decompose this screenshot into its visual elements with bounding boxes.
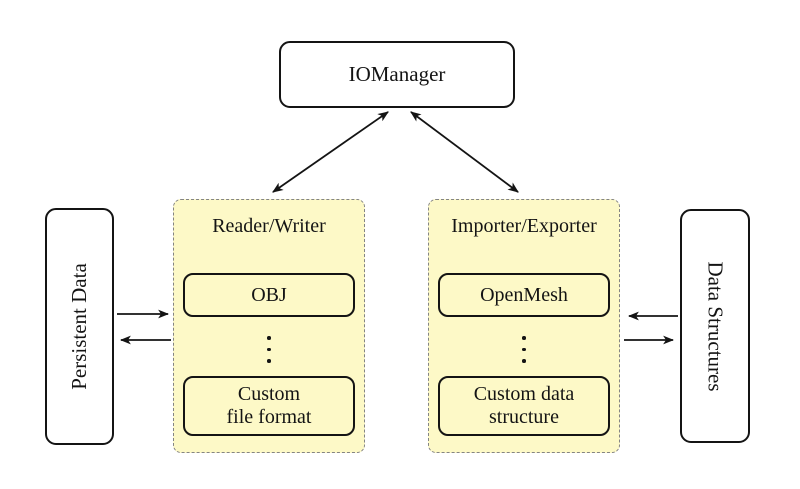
node-data-structures-label: Data Structures [703, 260, 728, 392]
group-importer-exporter: Importer/Exporter OpenMesh Custom data s… [428, 199, 620, 453]
node-obj-label: OBJ [251, 283, 287, 306]
node-custom-data-structure-line2: structure [489, 406, 559, 428]
ellipsis-dots [174, 336, 364, 363]
node-iomanager: IOManager [279, 41, 515, 108]
group-reader-writer: Reader/Writer OBJ Custom file format [173, 199, 365, 453]
node-custom-file-format-line2: file format [226, 406, 312, 428]
ellipsis-dots [429, 336, 619, 363]
node-persistent-data: Persistent Data [45, 208, 114, 445]
node-custom-file-format-line1: Custom [237, 383, 301, 405]
arrow-iomanager-readerwriter [272, 111, 389, 193]
group-reader-writer-title: Reader/Writer [212, 215, 326, 237]
node-custom-data-structure-line1: Custom data [473, 383, 575, 405]
node-openmesh: OpenMesh [438, 273, 610, 317]
group-importer-exporter-title: Importer/Exporter [451, 215, 597, 237]
node-data-structures: Data Structures [680, 209, 750, 443]
node-openmesh-label: OpenMesh [480, 283, 568, 306]
node-custom-file-format: Custom file format [183, 376, 355, 436]
arrow-iomanager-importerexporter [410, 111, 519, 193]
node-iomanager-label: IOManager [348, 62, 446, 86]
node-obj: OBJ [183, 273, 355, 317]
node-custom-data-structure: Custom data structure [438, 376, 610, 436]
node-persistent-data-label: Persistent Data [67, 263, 91, 390]
